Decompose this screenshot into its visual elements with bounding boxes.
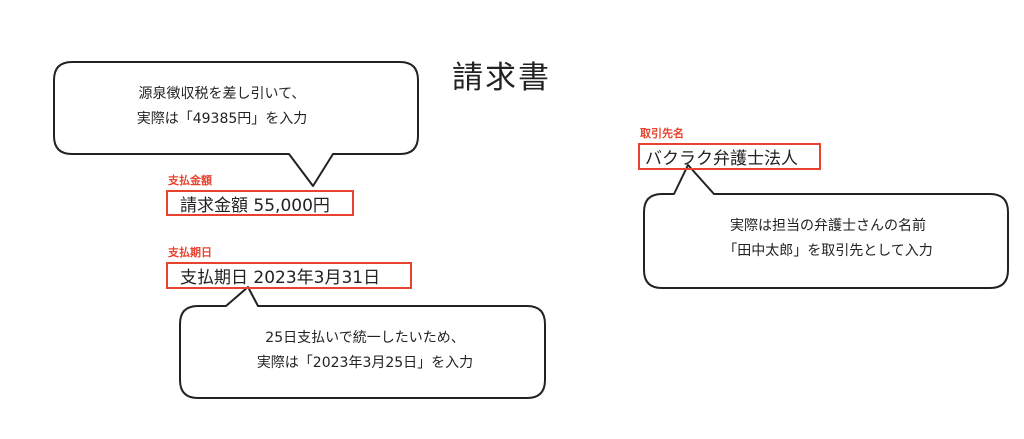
- amount-field-box: 請求金額 55,000円: [166, 190, 354, 216]
- due-date-field-box: 支払期日 2023年3月31日: [166, 262, 412, 289]
- due-date-callout-text: 25日支払いで統一したいため、 実際は「2023年3月25日」を入力: [205, 326, 525, 376]
- amount-field-label: 支払金額: [168, 174, 212, 187]
- amount-callout-line1: 源泉徴収税を差し引いて、: [138, 86, 306, 102]
- document-title: 請求書: [452, 60, 551, 96]
- client-field-box: バクラク弁護士法人: [638, 143, 821, 170]
- callout-bubble-amount: [53, 61, 419, 187]
- client-field-label: 取引先名: [640, 127, 684, 140]
- client-callout-line2: 「田中太郎」を取引先として入力: [723, 243, 933, 259]
- due-date-callout-line2: 実際は「2023年3月25日」を入力: [256, 355, 474, 371]
- client-callout-text: 実際は担当の弁護士さんの名前 「田中太郎」を取引先として入力: [668, 214, 988, 264]
- client-callout-line1: 実際は担当の弁護士さんの名前: [730, 218, 926, 234]
- callout-bubble-client: [643, 164, 1009, 289]
- due-date-callout-line1: 25日支払いで統一したいため、: [265, 330, 465, 346]
- due-date-field-label: 支払期日: [168, 246, 212, 259]
- callout-bubble-due-date: [179, 286, 546, 399]
- amount-callout-line2: 実際は「49385円」を入力: [136, 111, 308, 127]
- amount-callout-text: 源泉徴収税を差し引いて、 実際は「49385円」を入力: [92, 82, 352, 132]
